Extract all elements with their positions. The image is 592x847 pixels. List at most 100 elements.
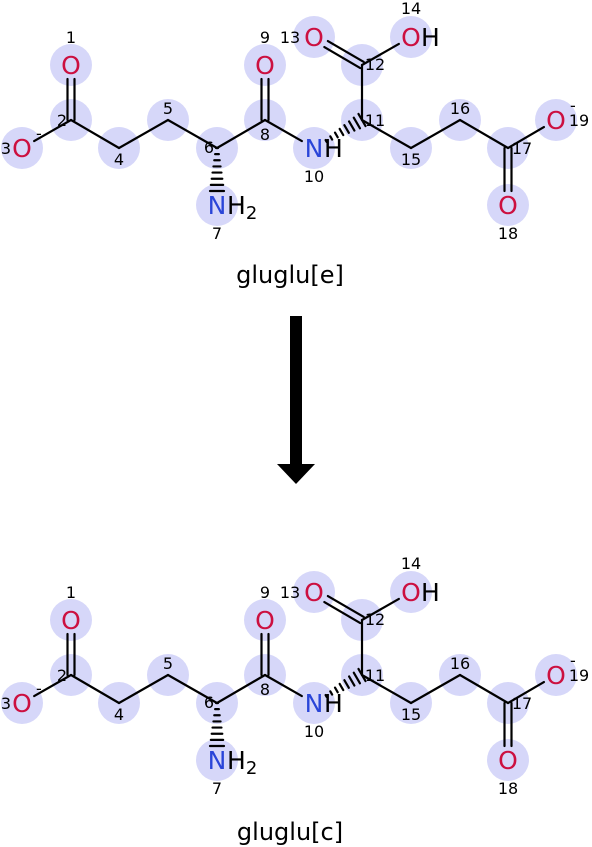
- atom-number-10: 10: [304, 167, 324, 186]
- bond-10-11-hash: [333, 131, 339, 139]
- atom-7-hydrogen: H2: [227, 746, 257, 779]
- atom-19-symbol: O: [546, 661, 566, 690]
- bond-15-16: [409, 673, 462, 705]
- bond-15-16: [409, 118, 462, 150]
- atom-highlight-3: [1, 127, 43, 169]
- atom-14-symbol: O: [401, 578, 421, 607]
- atom-number-3: 3: [1, 139, 11, 158]
- atom-9-symbol: O: [255, 51, 275, 80]
- bond-10-11-hash: [329, 690, 334, 696]
- bond-2-4: [69, 118, 121, 150]
- bond-10-11-hash: [343, 124, 350, 134]
- atom-14-symbol: O: [401, 23, 421, 52]
- bond-12-13-b: [323, 45, 362, 70]
- atom-13-symbol: O: [304, 578, 324, 607]
- atom-highlight-10: [293, 127, 335, 169]
- atom-highlight-7: [196, 184, 238, 226]
- atom-19-charge: -: [570, 651, 576, 670]
- atom-10-hydrogen: H: [324, 689, 343, 718]
- bond-10-11-hash: [347, 120, 356, 132]
- atom-9-symbol: O: [255, 606, 275, 635]
- atom-19-symbol: O: [546, 106, 566, 135]
- atom-number-15: 15: [401, 150, 421, 169]
- bond-11-15: [360, 673, 413, 705]
- bond-5-6: [166, 673, 219, 705]
- atom-number-14: 14: [401, 0, 421, 18]
- bond-16-17: [458, 118, 510, 150]
- atom-highlight-19: [535, 99, 577, 141]
- atom-number-9: 9: [260, 28, 270, 47]
- atom-highlight-7: [196, 739, 238, 781]
- bond-10-11-hash: [338, 682, 345, 692]
- atom-14-hydrogen: H: [421, 578, 440, 607]
- atom-number-2: 2: [57, 111, 67, 130]
- atom-number-7: 7: [212, 779, 222, 798]
- atom-number-3: 3: [1, 694, 11, 713]
- atom-number-6: 6: [204, 138, 214, 157]
- bond-10-11-hash: [324, 138, 328, 143]
- atom-highlight-1: [50, 44, 92, 86]
- atom-highlight-9: [244, 599, 286, 641]
- bond-10-11-hash: [343, 679, 350, 689]
- atom-number-9: 9: [260, 583, 270, 602]
- product-name: gluglu[c]: [237, 818, 343, 846]
- atom-number-12: 12: [365, 610, 385, 629]
- atom-number-5: 5: [163, 99, 173, 118]
- atom-number-13: 13: [280, 583, 300, 602]
- atom-highlight-14: [390, 16, 432, 58]
- atom-number-18: 18: [498, 224, 518, 243]
- atom-number-8: 8: [260, 680, 270, 699]
- atom-number-4: 4: [114, 705, 124, 724]
- atom-number-14: 14: [401, 554, 421, 573]
- atom-number-13: 13: [280, 28, 300, 47]
- bond-17-19: [506, 680, 546, 705]
- atom-18-symbol: O: [498, 746, 518, 775]
- bond-12-13-b: [323, 600, 362, 625]
- atom-7-symbol: N: [208, 746, 227, 775]
- bond-10-11-hash: [352, 116, 362, 130]
- bond-6-8: [215, 673, 267, 705]
- atom-number-17: 17: [512, 694, 532, 713]
- bond-2-3: [33, 673, 73, 698]
- atom-highlight-18: [487, 739, 529, 781]
- atom-number-8: 8: [260, 125, 270, 144]
- reactant-name: gluglu[e]: [236, 261, 344, 289]
- atom-number-17: 17: [512, 139, 532, 158]
- atom-number-11: 11: [365, 111, 385, 130]
- atom-3-symbol: O: [12, 689, 32, 718]
- bond-10-11-hash: [333, 686, 339, 694]
- atom-number-5: 5: [163, 654, 173, 673]
- atom-number-4: 4: [114, 150, 124, 169]
- atom-10-symbol: N: [305, 689, 324, 718]
- atom-number-1: 1: [66, 583, 76, 602]
- bonds: [33, 594, 546, 748]
- bond-2-4: [69, 673, 121, 705]
- atom-18-symbol: O: [498, 191, 518, 220]
- bond-5-6: [166, 118, 219, 150]
- atom-highlight-18: [487, 184, 529, 226]
- atom-highlight-14: [390, 571, 432, 613]
- bond-11-15: [360, 118, 413, 150]
- bond-10-11-hash: [338, 127, 345, 137]
- atom-number-19: 19: [569, 666, 589, 685]
- arrow-shaft: [290, 316, 302, 468]
- bond-8-10: [263, 118, 303, 143]
- atom-number-16: 16: [450, 99, 470, 118]
- atom-number-18: 18: [498, 779, 518, 798]
- bond-12-13-a: [326, 39, 365, 64]
- bond-4-5: [117, 118, 170, 150]
- bond-12-14: [360, 597, 400, 622]
- bonds: [33, 39, 546, 193]
- atom-highlight-3: [1, 682, 43, 724]
- bond-12-13-a: [326, 594, 365, 619]
- atom-7-hydrogen: H2: [227, 191, 257, 224]
- atom-highlights: [1, 571, 577, 781]
- atom-number-15: 15: [401, 705, 421, 724]
- bond-10-11-hash: [352, 671, 362, 685]
- atom-13-symbol: O: [304, 23, 324, 52]
- atom-number-6: 6: [204, 693, 214, 712]
